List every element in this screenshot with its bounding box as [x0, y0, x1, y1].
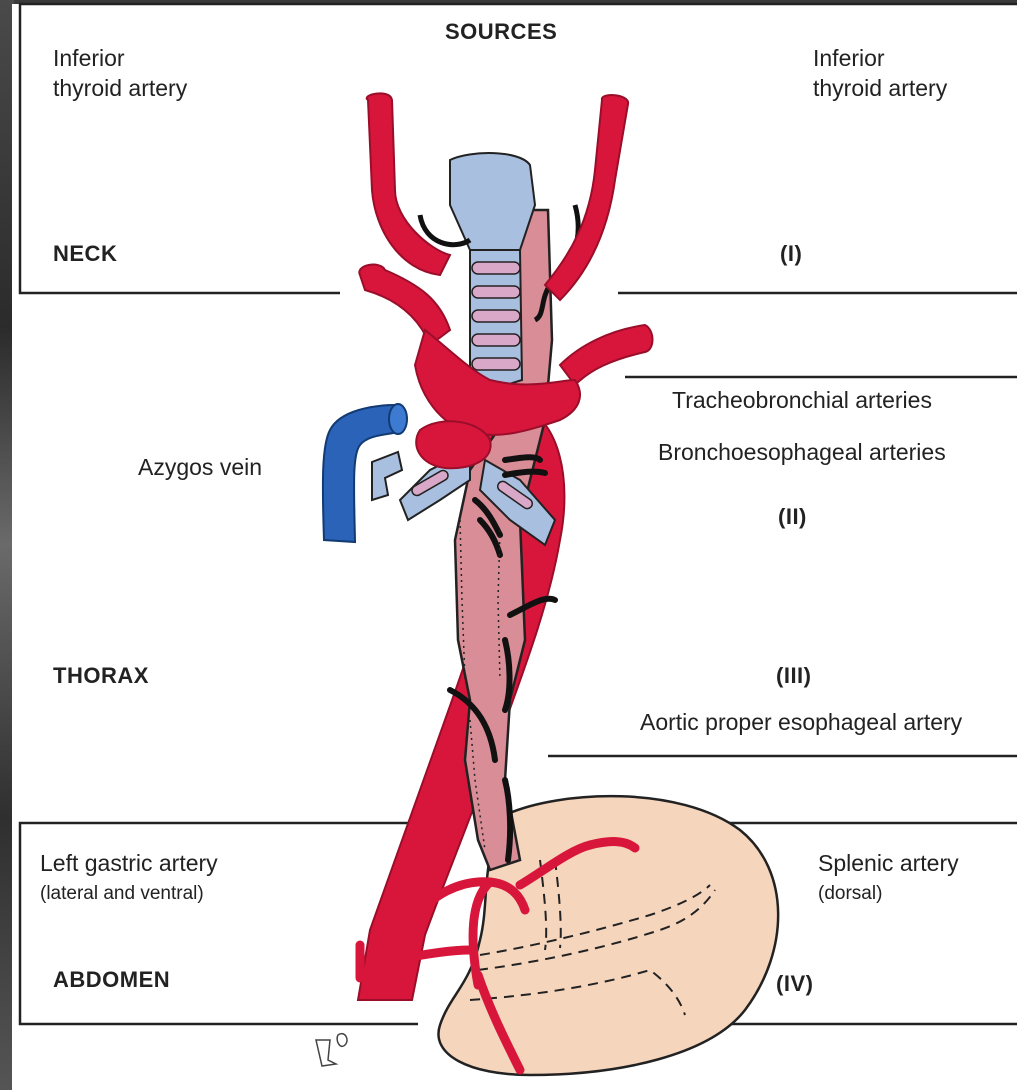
artist-signature [316, 1034, 347, 1066]
azygos-vein-label: Azygos vein [138, 453, 262, 481]
left-common-carotid [545, 95, 628, 300]
right-upper-bronchus [372, 452, 402, 500]
thorax-region-label: THORAX [53, 662, 149, 690]
right-common-carotid [367, 93, 450, 275]
sources-heading: SOURCES [445, 18, 557, 46]
abdomen-region-label: ABDOMEN [53, 966, 170, 994]
roman-two-label: (II) [778, 503, 807, 531]
ascending-aorta-cut [416, 421, 490, 468]
left-gastric-label: Left gastric artery [40, 849, 218, 877]
splenic-artery-note: (dorsal) [818, 882, 882, 906]
roman-three-label: (III) [776, 662, 812, 690]
neck-region-label: NECK [53, 240, 117, 268]
splenic-artery-label: Splenic artery [818, 849, 959, 877]
left-inferior-thyroid-label-2: thyroid artery [53, 74, 187, 102]
bronchoesophageal-label: Bronchoesophageal arteries [658, 438, 946, 466]
right-inferior-thyroid-label: Inferior [813, 44, 885, 72]
left-inferior-thyroid-label: Inferior [53, 44, 125, 72]
right-subclavian [359, 265, 450, 345]
aortic-proper-label: Aortic proper esophageal artery [640, 708, 962, 736]
tracheobronchial-label: Tracheobronchial arteries [672, 386, 932, 414]
left-gastric-note: (lateral and ventral) [40, 882, 204, 906]
roman-four-label: (IV) [776, 970, 813, 998]
right-inferior-thyroid-label-2: thyroid artery [813, 74, 947, 102]
thyroid-cartilage [450, 153, 535, 250]
roman-one-label: (I) [780, 240, 802, 268]
